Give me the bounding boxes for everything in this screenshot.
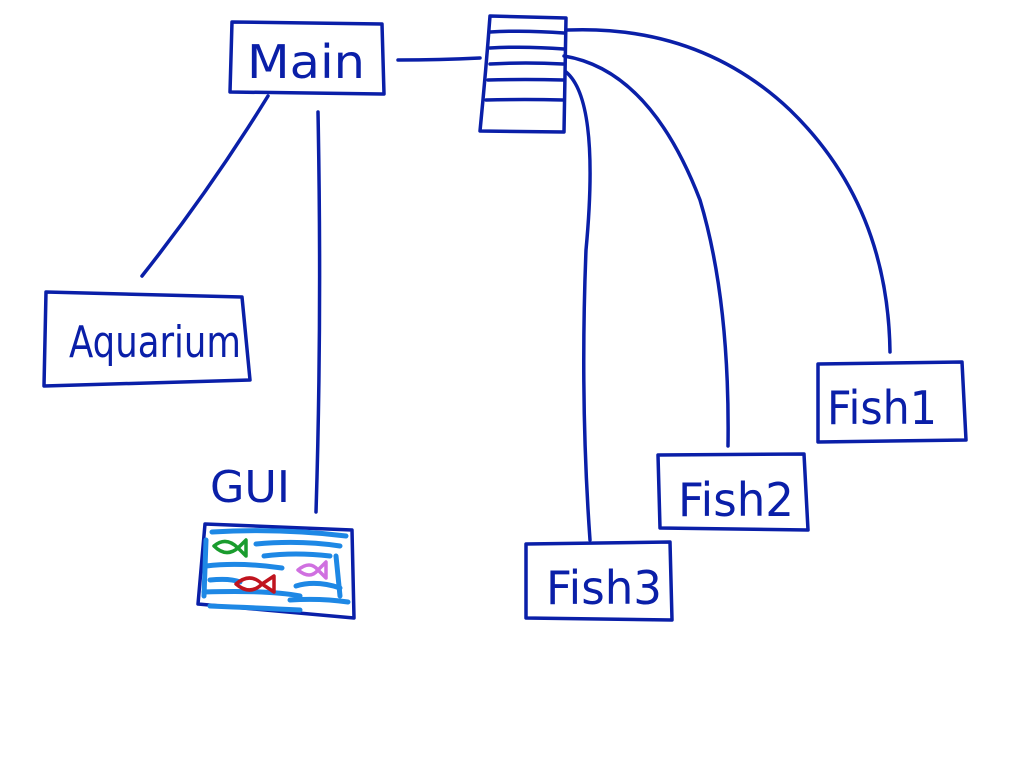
- edge-list-to-fish1: [566, 27, 892, 354]
- list-slot: [488, 61, 565, 66]
- list-container: [478, 14, 568, 134]
- list-slot: [484, 97, 565, 102]
- water-scribble: [201, 528, 351, 613]
- main-node: Main: [228, 20, 386, 96]
- list-slot: [488, 29, 566, 35]
- list-slot: [488, 45, 566, 51]
- gui-thumbnail: [196, 522, 356, 620]
- fish3-node: Fish3: [524, 540, 674, 622]
- green-fish: [212, 538, 248, 558]
- list-slot: [486, 77, 565, 82]
- fish2-label: Fish2: [678, 473, 794, 527]
- red-fish: [234, 574, 276, 594]
- main-label: Main: [247, 35, 365, 89]
- aquarium-node: Aquarium: [42, 290, 252, 388]
- edge-main-to-gui: [314, 110, 322, 514]
- edge-main-to-list: [396, 56, 482, 62]
- aquarium-label: Aquarium: [69, 317, 241, 368]
- gui-label: GUI: [210, 462, 290, 513]
- fish3-label: Fish3: [546, 561, 662, 615]
- edge-main-to-aquarium: [140, 94, 270, 278]
- pink-fish: [296, 560, 328, 580]
- fish1-label: Fish1: [827, 381, 937, 435]
- edge-list-to-fish3: [564, 70, 592, 542]
- fish1-node: Fish1: [816, 360, 968, 444]
- edge-list-to-fish2: [562, 54, 730, 448]
- fish2-node: Fish2: [656, 452, 810, 532]
